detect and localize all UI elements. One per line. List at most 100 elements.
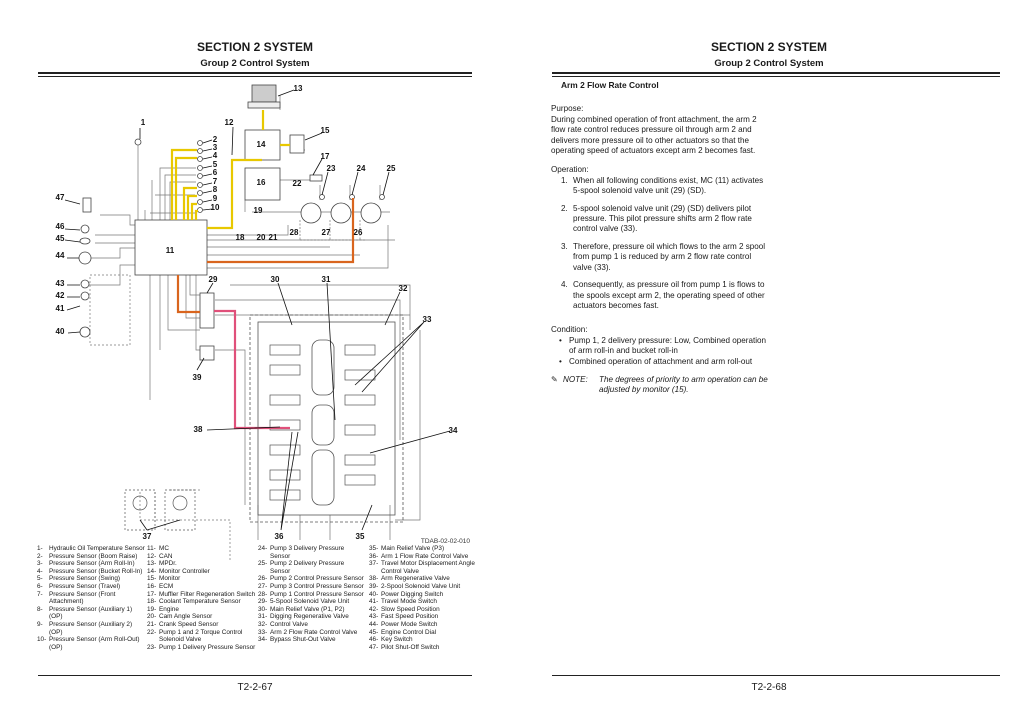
legend-column-4: 35-Main Relief Valve (P3)36-Arm 1 Flow R… [369, 545, 479, 651]
group-title-left: Group 2 Control System [200, 58, 310, 69]
list-item: 3.Therefore, pressure oil which flows to… [561, 242, 771, 273]
item-number: 21- [147, 620, 157, 628]
callout-46: 46 [56, 222, 65, 231]
item-text: Arm Regenerative Valve [381, 575, 450, 583]
callout-38: 38 [194, 425, 203, 434]
callout-32: 32 [399, 284, 408, 293]
item-number: 18- [147, 598, 157, 606]
item-number: 42- [369, 605, 379, 613]
item-text: 5-spool solenoid valve unit (29) (SD) de… [573, 203, 752, 234]
item-text: Bypass Shut-Out Valve [270, 636, 336, 644]
item-number: 23- [147, 643, 157, 651]
item-text: Travel Mode Switch [381, 598, 437, 606]
note-text: The degrees of priority to arm operation… [599, 374, 768, 395]
item-text: Consequently, as pressure oil from pump … [573, 280, 765, 310]
callout-37: 37 [143, 532, 152, 541]
item-text: Combined operation of attachment and arm… [569, 356, 753, 366]
item-text: Coolant Temperature Sensor [159, 598, 241, 606]
list-item: 14-Monitor Controller [147, 568, 257, 576]
list-item: 29-5-Spool Solenoid Valve Unit [258, 598, 366, 606]
item-number: 15- [147, 575, 157, 583]
section-title-left: SECTION 2 SYSTEM [196, 40, 314, 54]
item-text: Pressure Sensor (Auxiliary 2) (OP) [49, 620, 133, 636]
list-item: 34-Bypass Shut-Out Valve [258, 636, 366, 644]
item-number: 26- [258, 575, 268, 583]
item-text: Pump 3 Delivery Pressure Sensor [270, 545, 345, 560]
item-number: 4- [37, 567, 43, 575]
list-item: 33-Arm 2 Flow Rate Control Valve [258, 629, 366, 637]
callout-12: 12 [225, 118, 234, 127]
item-text: Pressure Sensor (Bucket Roll-In) [49, 567, 143, 575]
footer-rule-left [38, 675, 472, 676]
item-number: 28- [258, 590, 268, 598]
item-text: Arm 2 Flow Rate Control Valve [270, 628, 358, 636]
list-item: 25-Pump 2 Delivery Pressure Sensor [258, 560, 366, 575]
list-item: 42-Slow Speed Position [369, 606, 479, 614]
item-number: 2. [561, 203, 568, 213]
item-text: Pressure Sensor (Swing) [49, 575, 121, 583]
list-item: •Combined operation of attachment and ar… [559, 357, 771, 367]
page-number-right: T2-2-68 [751, 682, 787, 693]
ecm-box [244, 167, 281, 201]
figure-id: TDAB-02-02-010 [421, 538, 471, 545]
item-number: 45- [369, 628, 379, 636]
callout-19: 19 [254, 206, 263, 215]
monitor-icon [289, 134, 305, 154]
list-item: 20-Cam Angle Sensor [147, 613, 257, 621]
item-text: ECM [159, 582, 174, 590]
item-text: Main Relief Valve (P1, P2) [270, 605, 345, 613]
list-item: 35-Main Relief Valve (P3) [369, 545, 479, 553]
item-number: 25- [258, 560, 268, 568]
list-item: 32-Control Valve [258, 621, 366, 629]
list-item: •Pump 1, 2 delivery pressure: Low, Combi… [559, 336, 771, 357]
item-text: Fast Speed Position [381, 613, 439, 621]
callout-11: 11 [166, 246, 175, 255]
item-number: 47- [369, 643, 379, 651]
callout-13: 13 [294, 84, 303, 93]
section-title-right: SECTION 2 SYSTEM [710, 40, 828, 54]
item-number: 41- [369, 598, 379, 606]
item-number: 1. [561, 175, 568, 185]
list-item: 13-MPDr. [147, 560, 257, 568]
list-item: 28-Pump 1 Control Pressure Sensor [258, 591, 366, 599]
solenoid-unit-29 [199, 292, 215, 329]
callout-20: 20 [257, 233, 266, 242]
arm2-flow-section: Arm 2 Flow Rate Control Purpose: During … [551, 80, 771, 396]
list-item: 2. 5-spool solenoid valve unit (29) (SD) … [561, 204, 771, 235]
control-valve-32 [249, 314, 404, 523]
list-item: 41-Travel Mode Switch [369, 598, 479, 606]
list-item: 16-ECM [147, 583, 257, 591]
item-text: Engine [159, 605, 179, 613]
item-text: Pressure Sensor (Boom Raise) [49, 552, 138, 560]
item-text: Control Valve [270, 620, 308, 628]
item-text: Muffler Filter Regeneration Switch [159, 590, 256, 598]
list-item: 40-Power Digging Switch [369, 591, 479, 599]
item-number: 27- [258, 582, 268, 590]
item-number: 34- [258, 636, 268, 644]
item-number: 20- [147, 613, 157, 621]
list-item: 27-Pump 3 Control Pressure Sensor [258, 583, 366, 591]
item-text: Power Digging Switch [381, 590, 444, 598]
callout-33: 33 [423, 315, 432, 324]
condition-label: Condition: [551, 325, 588, 335]
list-item: 24-Pump 3 Delivery Pressure Sensor [258, 545, 366, 560]
list-item: 11-MC [147, 545, 257, 553]
list-item: 17-Muffler Filter Regeneration Switch [147, 591, 257, 599]
item-text: Pump 1 Delivery Pressure Sensor [159, 643, 256, 651]
item-text: Therefore, pressure oil which flows to t… [573, 241, 766, 272]
item-number: 8- [37, 605, 43, 613]
item-text: Hydraulic Oil Temperature Sensor [49, 545, 145, 552]
callout-8: 8 [213, 185, 218, 194]
callout-18: 18 [236, 233, 245, 242]
item-number: 30- [258, 605, 268, 613]
item-text: Pump 1 Control Pressure Sensor [270, 590, 364, 598]
item-number: 6- [37, 582, 43, 590]
callout-22: 22 [293, 179, 302, 188]
header-rule-right-thin [552, 76, 1000, 77]
list-item: 37-Travel Motor Displacement Angle Contr… [369, 560, 479, 575]
item-number: 39- [369, 582, 379, 590]
item-text: MC [159, 545, 169, 552]
list-item: 38-Arm Regenerative Valve [369, 575, 479, 583]
item-text: Main Relief Valve (P3) [381, 545, 445, 552]
callout-30: 30 [271, 275, 280, 284]
